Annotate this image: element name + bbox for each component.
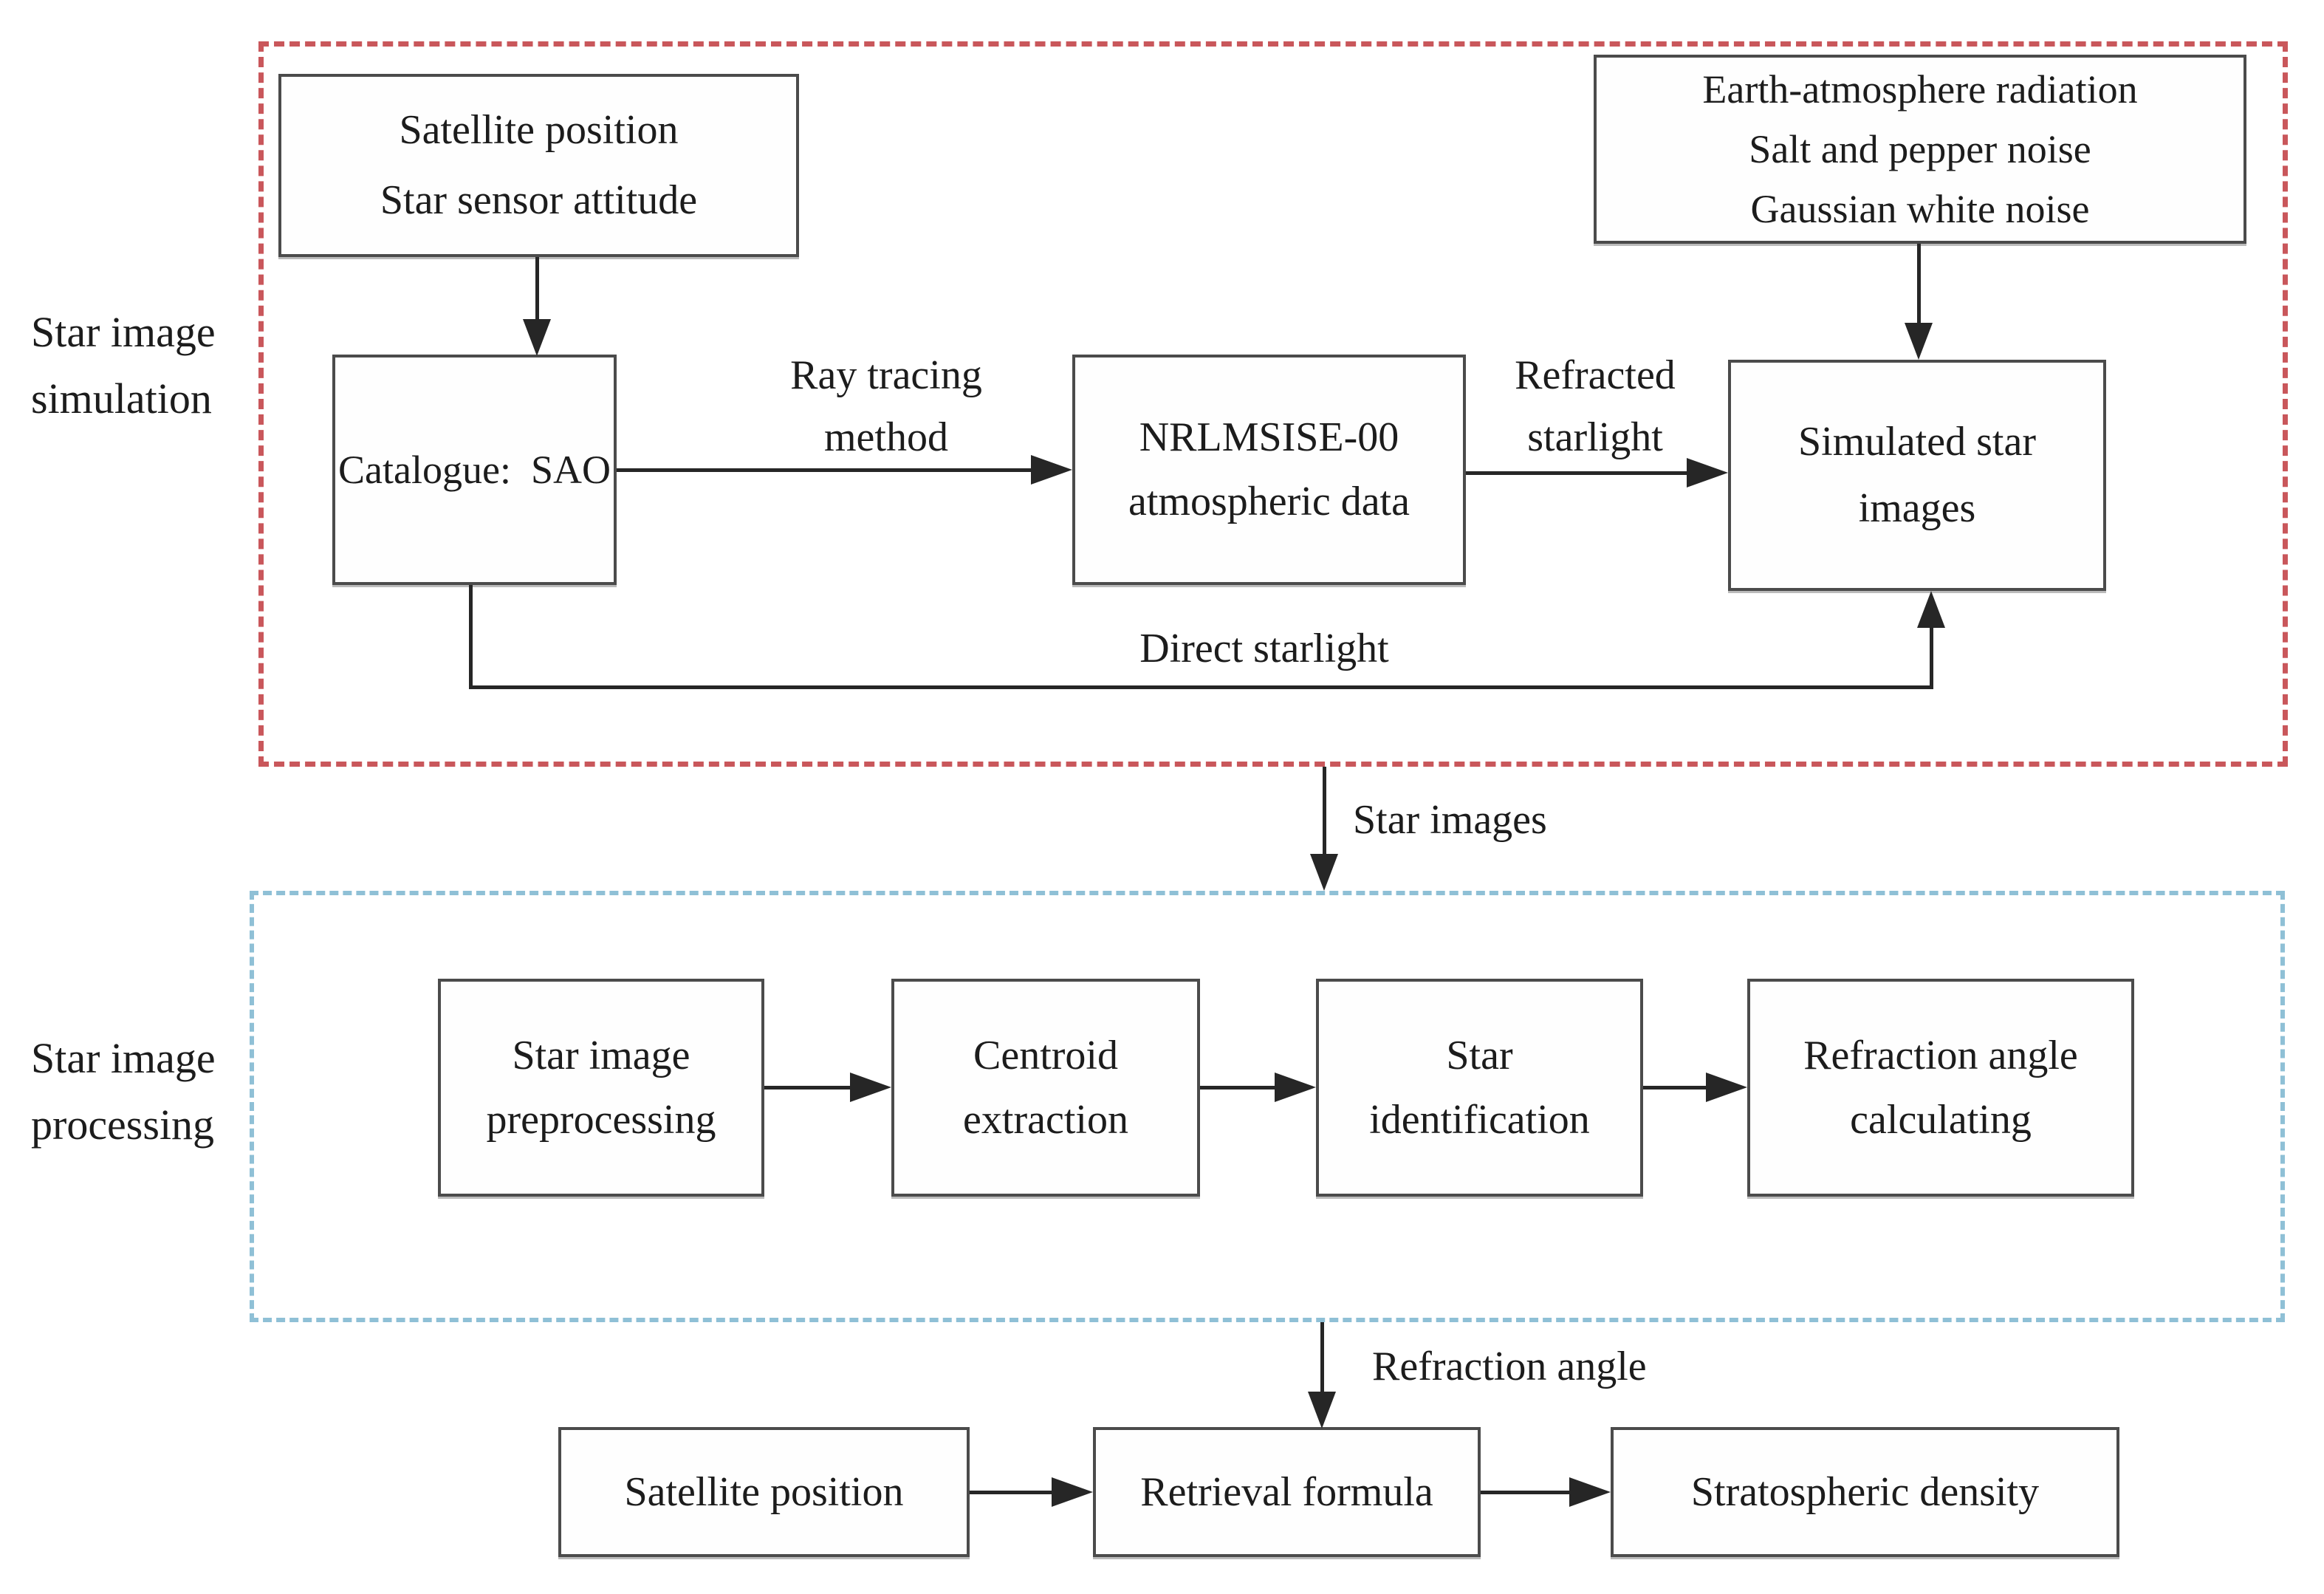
label-refracted-starlight: Refracted starlight [1447, 344, 1743, 468]
box-satellite-position-label: Satellite position [624, 1469, 904, 1515]
arrow-head-right [1569, 1477, 1611, 1507]
box-retrieval-formula-label: Retrieval formula [1140, 1469, 1433, 1515]
arrow-head-down [523, 319, 551, 356]
label-ray-tracing-line2: method [824, 414, 948, 460]
label-refracted-line1: Refracted [1515, 352, 1676, 398]
box-identification: Star identification [1316, 979, 1643, 1197]
label-star-images: Star images [1353, 797, 1547, 843]
arrow-head-up [1917, 591, 1945, 628]
box-retrieval-formula: Retrieval formula [1093, 1427, 1481, 1557]
box-nrlmsise-line2: atmospheric data [1128, 479, 1410, 524]
arrow-line [970, 1491, 1053, 1494]
arrow-line [1466, 471, 1688, 475]
processing-region [250, 891, 2285, 1322]
box-stratospheric-density-label: Stratospheric density [1690, 1469, 2040, 1515]
arrow-line [535, 257, 539, 321]
box-centroid: Centroid extraction [891, 979, 1200, 1197]
box-nrlmsise: NRLMSISE-00 atmospheric data [1072, 355, 1466, 585]
box-satellite-attitude-line2: Star sensor attitude [380, 177, 698, 223]
arrow-line [1930, 626, 1933, 689]
arrow-head-down [1310, 854, 1338, 891]
arrow-line [469, 585, 473, 689]
arrow-head-down [1905, 323, 1933, 360]
box-preprocessing: Star image preprocessing [438, 979, 764, 1197]
label-refracted-line2: starlight [1527, 414, 1663, 460]
label-simulation-section: Star image simulation [31, 299, 216, 432]
arrow-line [764, 1086, 851, 1090]
box-centroid-line2: extraction [963, 1096, 1128, 1143]
simulation-region [258, 41, 2288, 767]
box-identification-line2: identification [1369, 1096, 1590, 1143]
arrow-line [1320, 1322, 1324, 1393]
label-ray-tracing-line1: Ray tracing [790, 352, 982, 398]
box-simulated-images: Simulated star images [1728, 360, 2106, 591]
box-preprocessing-line2: preprocessing [486, 1096, 716, 1143]
box-noise-line1: Earth-atmosphere radiation [1702, 66, 2138, 112]
label-simulation-line2: simulation [31, 374, 212, 423]
arrow-head-right [1052, 1477, 1093, 1507]
box-simulated-line2: images [1858, 485, 1976, 531]
box-centroid-line1: Centroid [973, 1032, 1118, 1078]
arrow-line [1200, 1086, 1276, 1090]
box-preprocessing-line1: Star image [512, 1032, 690, 1078]
label-simulation-line1: Star image [31, 308, 216, 356]
arrow-line [469, 685, 1933, 689]
box-noise-sources: Earth-atmosphere radiation Salt and pepp… [1594, 55, 2246, 244]
arrow-line [1643, 1086, 1707, 1090]
label-direct-starlight: Direct starlight [1139, 626, 1389, 671]
arrow-line [1481, 1491, 1571, 1494]
box-refraction-calculating: Refraction angle calculating [1747, 979, 2134, 1197]
box-nrlmsise-line1: NRLMSISE-00 [1139, 414, 1399, 461]
arrow-head-right [1031, 455, 1072, 485]
box-refraction-calc-line1: Refraction angle [1803, 1032, 2078, 1078]
label-refraction-angle: Refraction angle [1372, 1344, 1647, 1389]
box-noise-line3: Gaussian white noise [1750, 186, 2090, 231]
box-satellite-attitude-line1: Satellite position [399, 106, 679, 153]
arrow-line [1323, 767, 1326, 856]
box-stratospheric-density: Stratospheric density [1611, 1427, 2119, 1557]
arrow-head-right [1706, 1073, 1747, 1102]
arrow-line [1917, 244, 1921, 324]
box-simulated-line1: Simulated star [1798, 418, 2036, 465]
box-catalogue: Catalogue: SAO [332, 355, 617, 585]
arrow-head-right [1275, 1073, 1316, 1102]
box-refraction-calc-line2: calculating [1850, 1096, 2032, 1143]
label-processing-line2: processing [31, 1100, 215, 1149]
arrow-head-right [1687, 458, 1728, 488]
box-satellite-attitude: Satellite position Star sensor attitude [278, 74, 799, 257]
label-processing-line1: Star image [31, 1034, 216, 1082]
box-satellite-position: Satellite position [558, 1427, 970, 1557]
arrow-head-down [1308, 1392, 1336, 1429]
box-noise-line2: Salt and pepper noise [1749, 126, 2091, 171]
box-identification-line1: Star [1446, 1032, 1513, 1078]
arrow-head-right [850, 1073, 891, 1102]
box-catalogue-label: Catalogue: SAO [338, 447, 611, 492]
label-ray-tracing: Ray tracing method [709, 344, 1063, 468]
label-processing-section: Star image processing [31, 1025, 216, 1158]
arrow-line [617, 468, 1032, 472]
